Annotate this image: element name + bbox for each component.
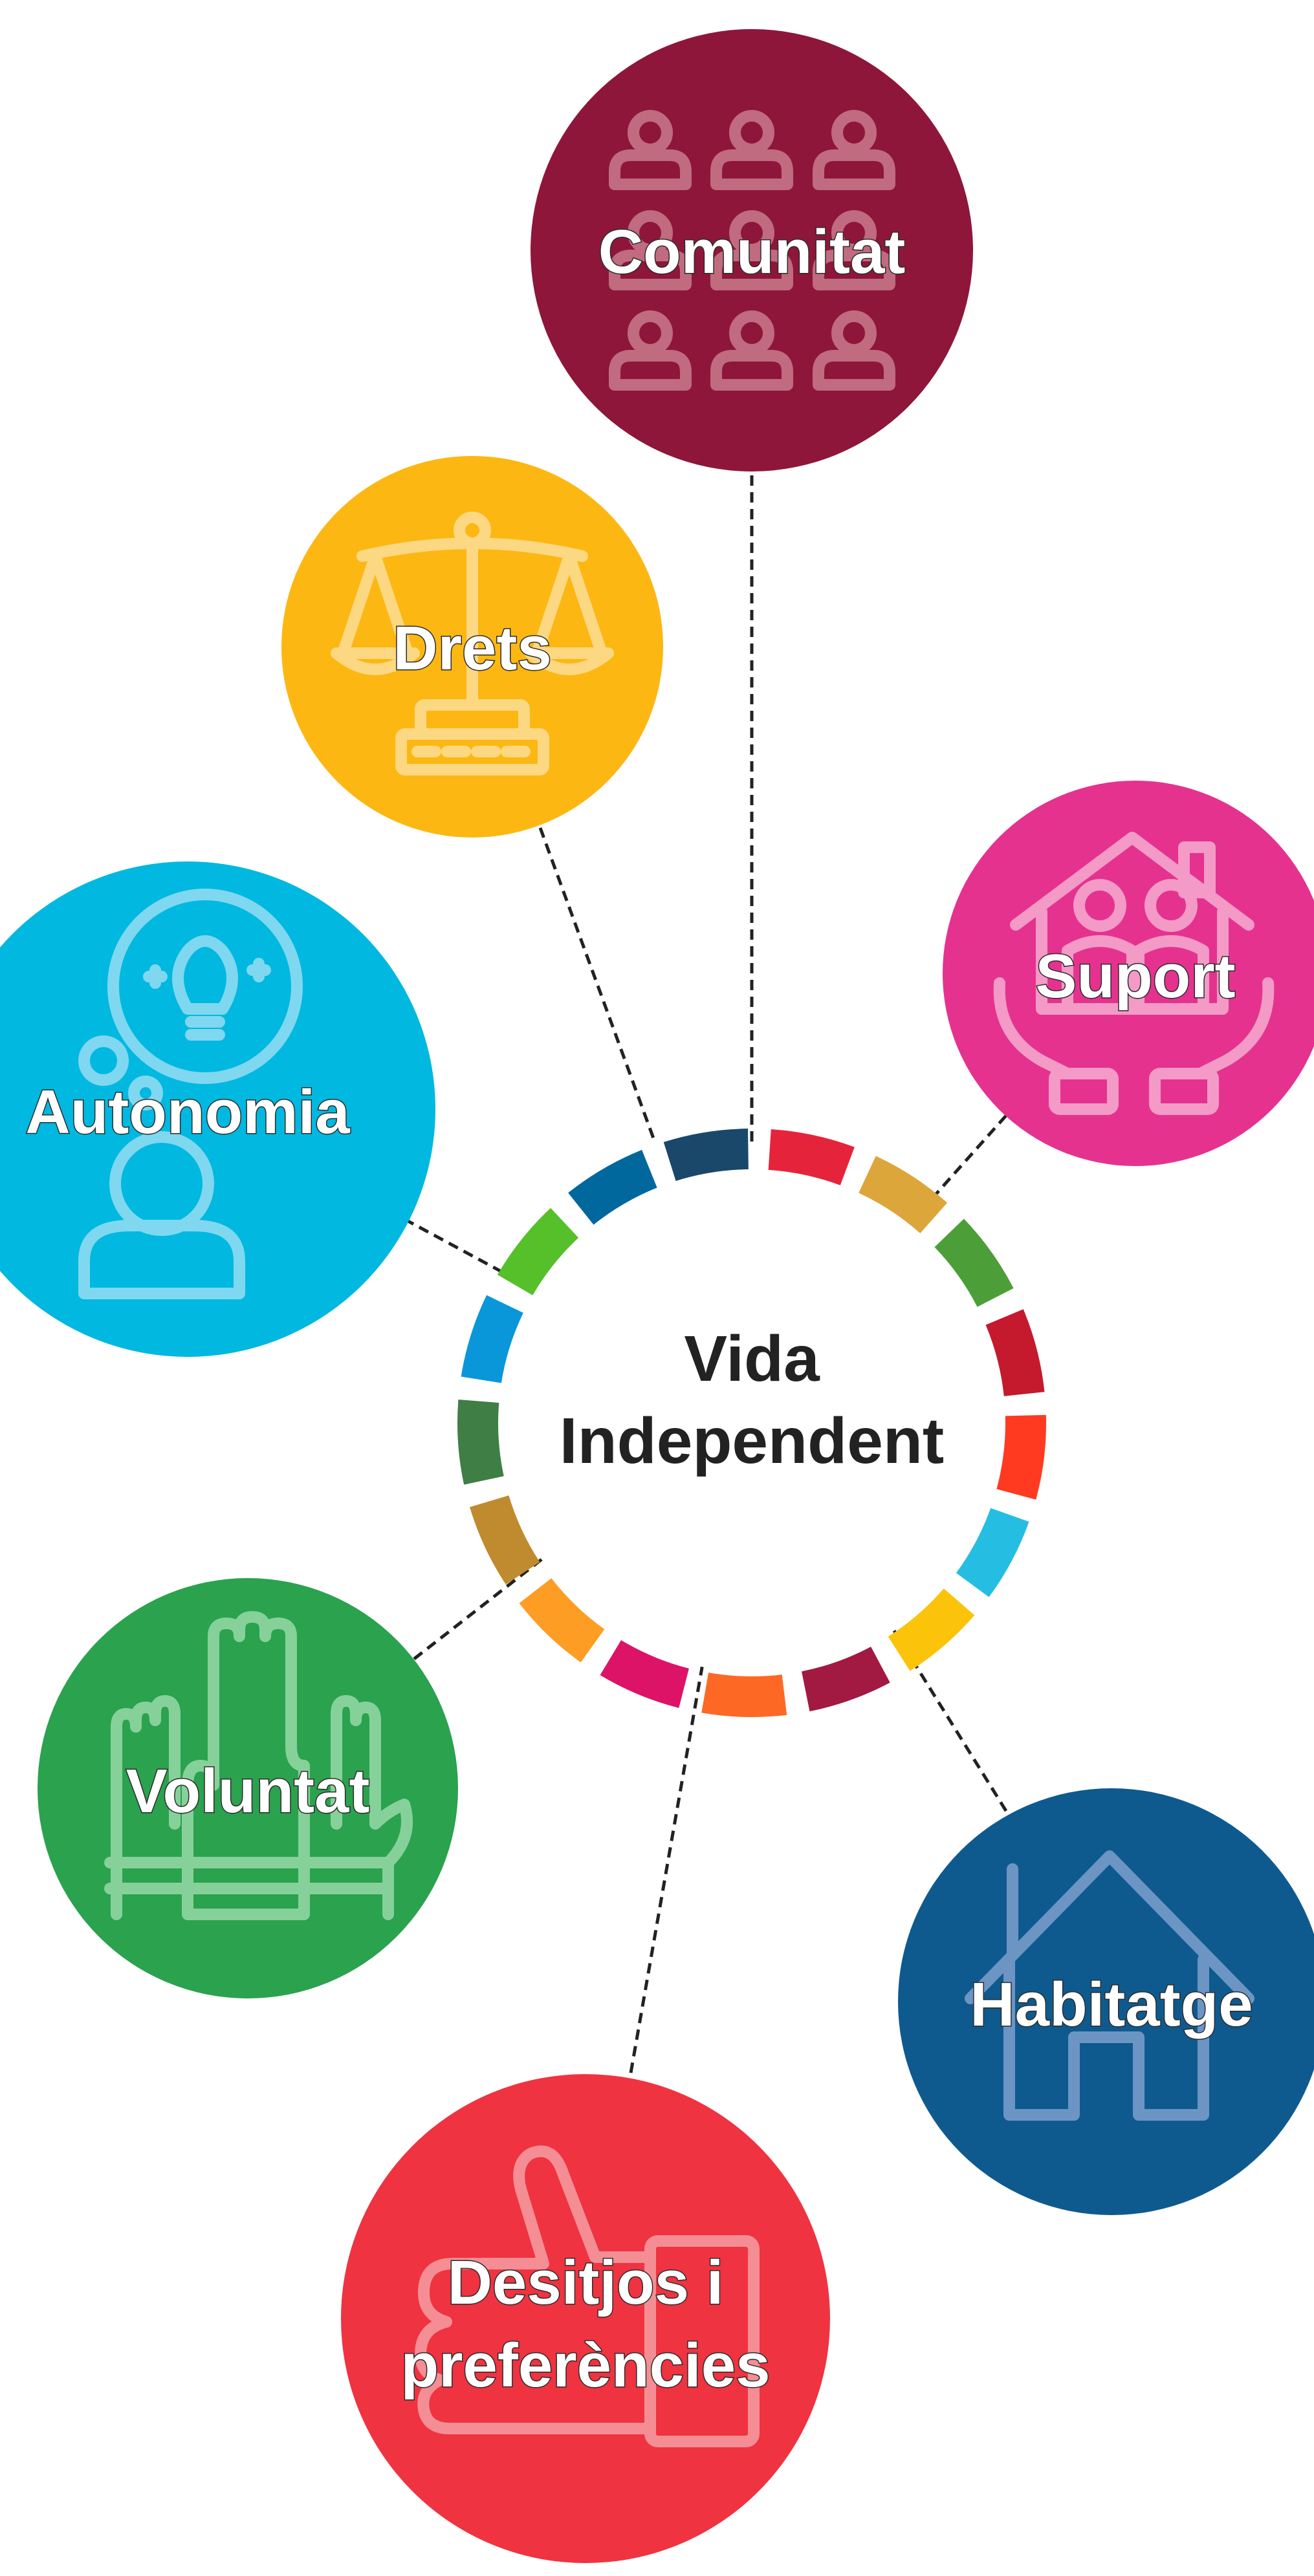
connector-habitatge [888,1622,1008,1812]
person-lightbulb-icon [78,889,303,1299]
node-voluntat-label: Voluntat [126,1757,370,1826]
house-icon [965,1850,1254,2121]
ring-segment [996,1414,1046,1500]
ring-segment [457,1399,504,1485]
connectors [403,475,1008,2073]
node-autonomia-label: Autonomia [25,1077,350,1147]
ring-segment [956,1508,1029,1597]
node-desitjos: Desitjos i preferències [341,2074,830,2563]
hub-title-line1: Vida [684,1323,820,1395]
ring-segment [888,1588,975,1671]
node-suport-label: Suport [1035,942,1235,1011]
ring-segment [768,1129,855,1185]
node-habitatge-label: Habitatge [970,1970,1253,2039]
hub: Vida Independent [457,1129,1046,1717]
ring-segment [934,1218,1014,1307]
raised-hands-icon [104,1611,413,1920]
ring-segment [600,1640,689,1708]
node-comunitat-label: Comunitat [598,217,906,287]
connector-autonomia [403,1217,525,1286]
node-voluntat: Voluntat [38,1578,458,1998]
node-suport: Suport [943,781,1314,1166]
connector-suport [924,1114,1007,1207]
node-autonomia: Autonomia [0,861,435,1357]
ring-segment [701,1672,787,1717]
connector-voluntat [413,1554,548,1660]
node-drets: Drets [281,456,663,838]
hub-color-ring [457,1129,1046,1717]
ring-segment [497,1207,579,1295]
connector-desitjos [629,1649,707,2073]
node-desitjos-label-line1: Desitjos i [448,2248,724,2317]
ring-segment [519,1578,605,1663]
node-habitatge: Habitatge [898,1788,1314,2215]
ring-segment [663,1129,749,1181]
house-hands-icon [993,832,1275,1115]
ring-segment [461,1295,523,1383]
node-desitjos-label-line2: preferències [401,2331,771,2400]
ring-segment [470,1495,540,1585]
connector-drets [538,827,655,1139]
ring-segment [985,1309,1045,1396]
ring-segment [568,1149,657,1225]
hub-center [503,1174,1001,1672]
scales-icon [331,512,614,775]
ring-segment [802,1647,890,1712]
node-habitatge-circle [898,1788,1314,2215]
people-grid-icon [609,110,895,391]
node-comunitat: Comunitat [531,29,973,471]
node-drets-label: Drets [393,614,551,683]
ring-segment [859,1156,948,1233]
thumbs-up-icon [415,2145,760,2447]
hub-title-line2: Independent [560,1405,944,1477]
